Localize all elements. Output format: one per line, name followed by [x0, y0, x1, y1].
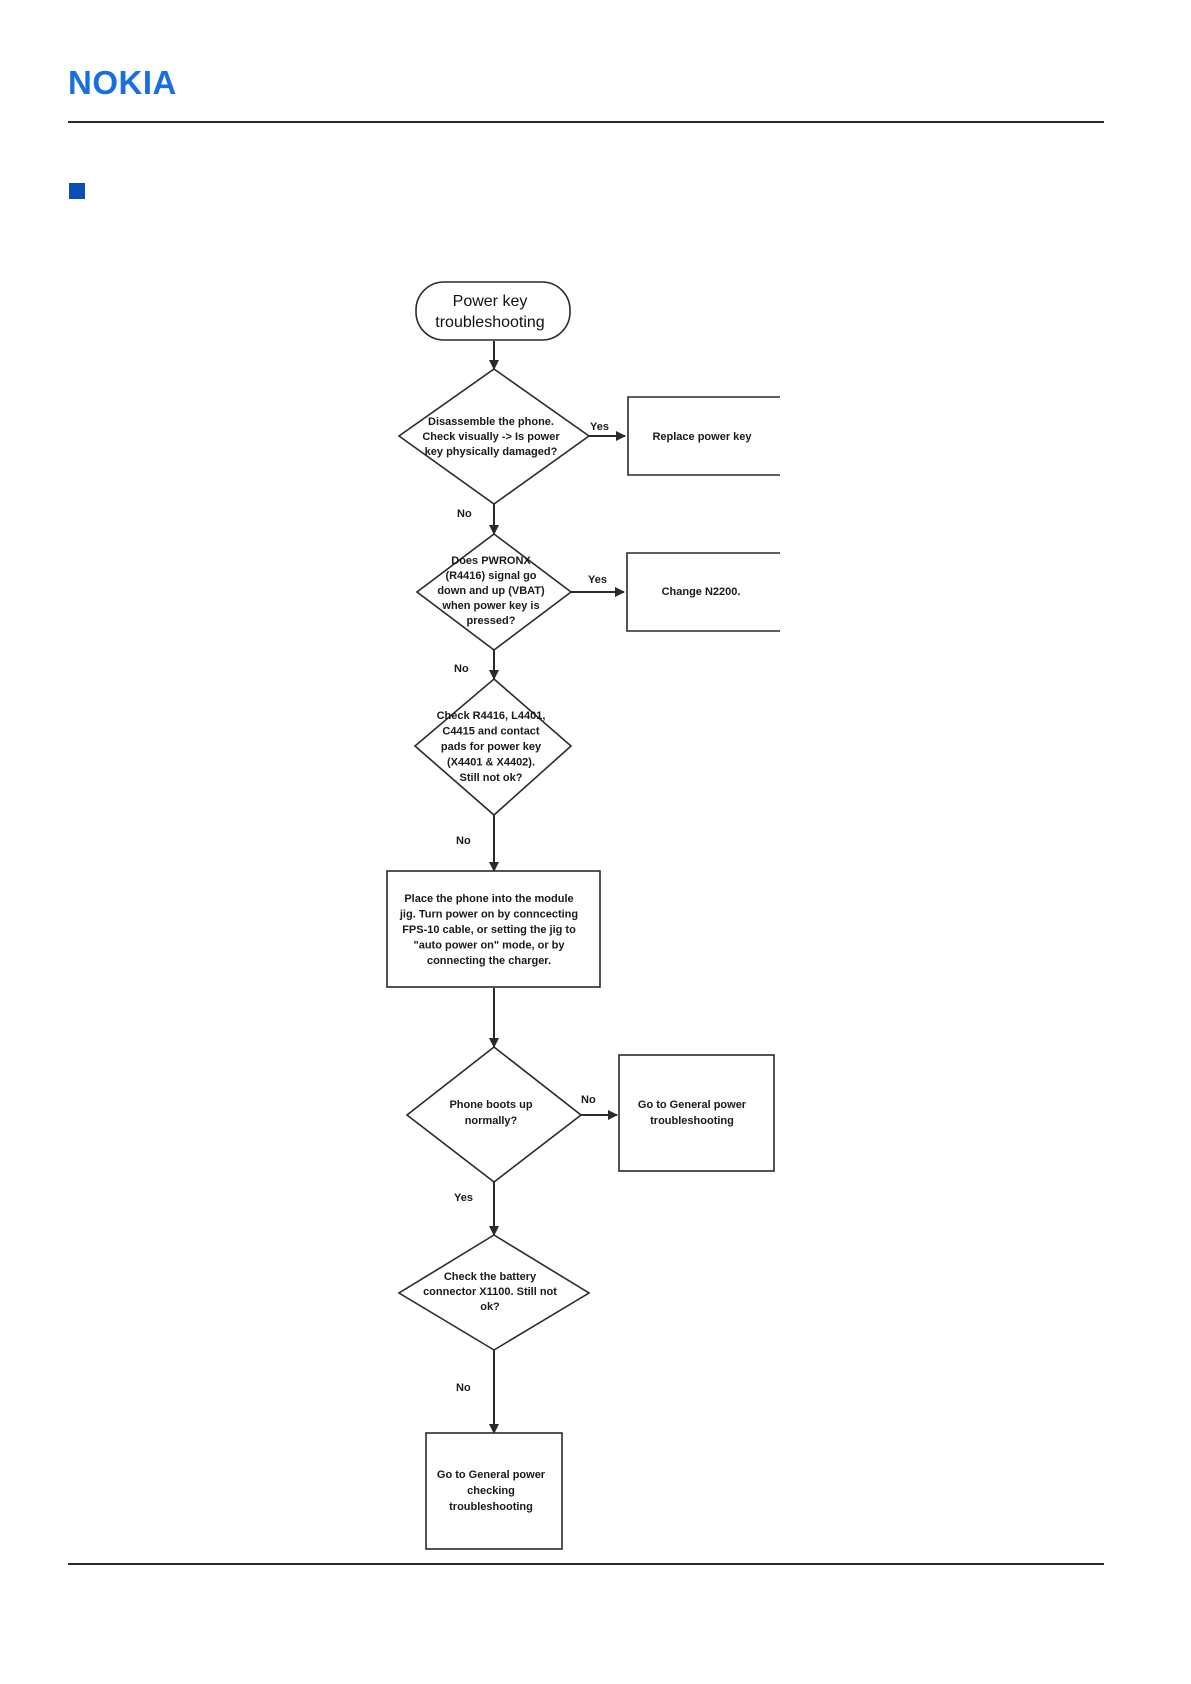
edge-label-d3-no: No [456, 835, 471, 847]
start-label-line: troubleshooting [435, 314, 544, 331]
r3-label-line: Go to General power [638, 1099, 747, 1111]
p1-label: Place the phone into the module jig. Turn… [399, 893, 578, 967]
end-label-line: checking [467, 1485, 515, 1497]
r1-label-line: Replace power key [652, 431, 752, 443]
d2-label-line: Does PWRONX [451, 555, 531, 567]
d2-label-line: pressed? [467, 615, 516, 627]
process-module-jig [386, 870, 601, 988]
d1-label: Disassemble the phone. Check visually -> … [422, 416, 560, 458]
r2-label-line: Change N2200. [662, 586, 741, 598]
section-bullet-icon [69, 183, 85, 199]
connectors [489, 341, 626, 1434]
d4-label-line: normally? [465, 1115, 518, 1127]
decision-power-key-damaged [397, 368, 591, 505]
d2-label-line: when power key is [441, 600, 539, 612]
p1-label-line: "auto power on" mode, or by [414, 940, 566, 952]
d4-label: Phone boots up normally? [449, 1099, 532, 1127]
r1-label: Replace power key [652, 431, 752, 443]
d2-label: Does PWRONX (R4416) signal go down and up … [437, 555, 545, 627]
d5-label-line: ok? [480, 1301, 500, 1313]
d3-label-line: Still not ok? [460, 772, 523, 784]
d5-label: Check the battery connector X1100. Still … [423, 1271, 557, 1313]
r3-label-line: troubleshooting [650, 1115, 734, 1127]
d3-label-line: pads for power key [441, 741, 542, 753]
d3-label-line: Check R4416, L4401, [437, 710, 546, 722]
action-general-power-troubleshooting [618, 1054, 775, 1172]
edge-label-d1-no: No [457, 508, 472, 520]
nokia-logo: NOKIA [68, 64, 177, 101]
p1-label-line: FPS-10 cable, or setting the jig to [402, 924, 576, 936]
edge-label-d4-no: No [581, 1094, 596, 1106]
d5-label-line: Check the battery [444, 1271, 537, 1283]
edge-label-d2-no: No [454, 663, 469, 675]
edge-label-d4-yes: Yes [454, 1192, 473, 1204]
edge-label-d1-yes: Yes [590, 421, 609, 433]
d4-label-line: Phone boots up [449, 1099, 532, 1111]
start-label-line: Power key [453, 293, 528, 310]
footer-divider [68, 1563, 1104, 1565]
edge-label-d2-yes: Yes [588, 574, 607, 586]
r3-label: Go to General power troubleshooting [638, 1099, 747, 1127]
d1-label-line: Disassemble the phone. [428, 416, 554, 428]
d5-label-line: connector X1100. Still not [423, 1286, 557, 1298]
action-change-n2200 [626, 552, 780, 632]
d3-label-line: (X4401 & X4402). [447, 757, 535, 769]
decision-battery-connector [397, 1234, 591, 1351]
start-terminal [415, 281, 571, 341]
action-replace-power-key [627, 396, 780, 476]
decision-phone-boots [405, 1045, 583, 1184]
end-label-line: Go to General power [437, 1469, 546, 1481]
d1-label-line: key physically damaged? [425, 446, 558, 458]
edge-label-d5-no: No [456, 1382, 471, 1394]
end-label-line: troubleshooting [449, 1501, 533, 1513]
header-divider [68, 121, 1104, 123]
start-label: Power key troubleshooting [435, 293, 544, 331]
p1-label-line: connecting the charger. [427, 955, 551, 967]
d2-label-line: down and up (VBAT) [437, 585, 545, 597]
d2-label-line: (R4416) signal go [445, 570, 536, 582]
p1-label-line: Place the phone into the module [404, 893, 573, 905]
p1-label-line: jig. Turn power on by conncecting [399, 909, 578, 921]
decision-check-components [413, 677, 573, 817]
d3-label-line: C4415 and contact [442, 726, 540, 738]
d1-label-line: Check visually -> Is power [422, 431, 560, 443]
end-general-power-checking [425, 1432, 563, 1550]
r2-label: Change N2200. [662, 586, 741, 598]
d3-label: Check R4416, L4401, C4415 and contact pads… [437, 710, 546, 784]
decision-pwronx-signal [415, 532, 573, 652]
end-label: Go to General power checking troubleshooti… [437, 1469, 546, 1513]
